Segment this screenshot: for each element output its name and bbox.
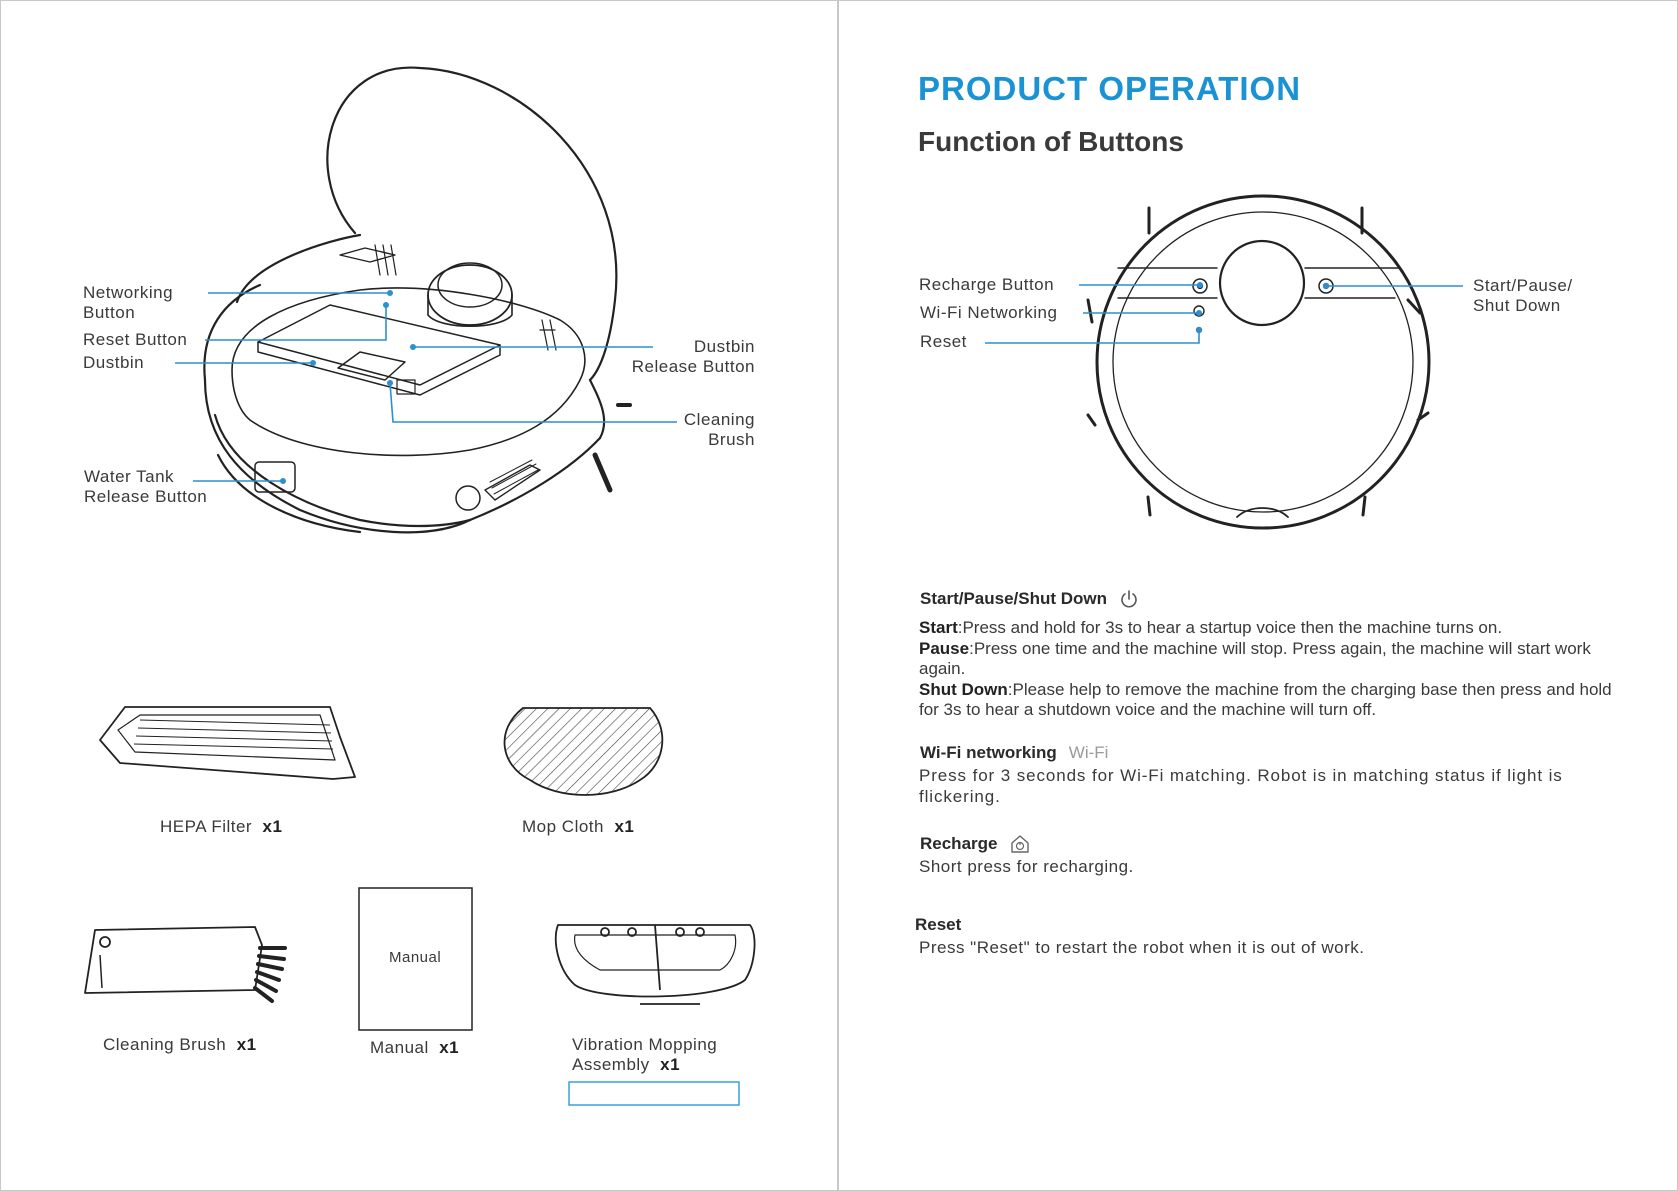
home-recharge-icon (1011, 835, 1030, 853)
manual-book-icon (358, 887, 473, 1031)
lid-outline (326, 66, 618, 382)
accessory-mop-cloth: Mop Cloth x1 (522, 817, 635, 836)
heading-reset: Reset (915, 915, 962, 934)
power-icon (1121, 590, 1137, 608)
mop-cloth-icon (503, 707, 664, 796)
page-title: PRODUCT OPERATION (918, 70, 1302, 107)
label-reset-button: Reset Button (83, 330, 188, 349)
diagram-label-start: Start/Pause/ Shut Down (1473, 276, 1573, 315)
label-water-tank-release: Water Tank Release Button (84, 467, 208, 506)
wifi-description: Press for 3 seconds for Wi-Fi matching. … (919, 766, 1563, 806)
start-pause-description: Start:Press and hold for 3s to hear a st… (919, 618, 1619, 721)
diagram-label-wifi: Wi-Fi Networking (920, 303, 1058, 322)
accessory-manual: Manual x1 (370, 1038, 460, 1057)
manual-cover-text: Manual (389, 949, 442, 966)
heading-start-pause: Start/Pause/Shut Down (920, 589, 1139, 609)
shutdown-item: Shut Down:Please help to remove the mach… (919, 679, 1612, 720)
label-dustbin: Dustbin (83, 353, 145, 372)
label-dustbin-release: Dustbin Release Button (631, 337, 755, 376)
vibration-mopping-assembly-icon (554, 924, 756, 1005)
reset-description: Press "Reset" to restart the robot when … (919, 938, 1365, 957)
heading-recharge: Recharge (920, 834, 1031, 854)
accessory-cleaning-brush: Cleaning Brush x1 (103, 1035, 257, 1054)
diagram-label-recharge: Recharge Button (919, 275, 1055, 294)
start-item: Start:Press and hold for 3s to hear a st… (919, 618, 1503, 637)
robot-open-lid-illustration (175, 66, 677, 534)
hepa-filter-icon (99, 706, 356, 780)
recharge-description: Short press for recharging. (919, 857, 1134, 876)
label-cleaning-brush: Cleaning Brush (683, 410, 755, 449)
cleaning-brush-icon (84, 926, 287, 1003)
section-title: Function of Buttons (918, 126, 1184, 157)
blank-callout-box (568, 1081, 740, 1106)
heading-wifi: Wi-Fi networking Wi-Fi (920, 743, 1109, 762)
pause-item: Pause:Press one time and the machine wil… (919, 638, 1591, 679)
wifi-icon-label: Wi-Fi (1068, 743, 1109, 762)
right-page (838, 0, 1678, 1191)
accessories-illustrations (84, 706, 756, 1106)
label-networking-button: Networking Button (83, 283, 174, 322)
diagram-label-reset: Reset (920, 332, 967, 351)
accessory-vibration-mopping: Vibration Mopping Assembly x1 (572, 1035, 718, 1074)
accessory-hepa-filter: HEPA Filter x1 (160, 817, 283, 836)
